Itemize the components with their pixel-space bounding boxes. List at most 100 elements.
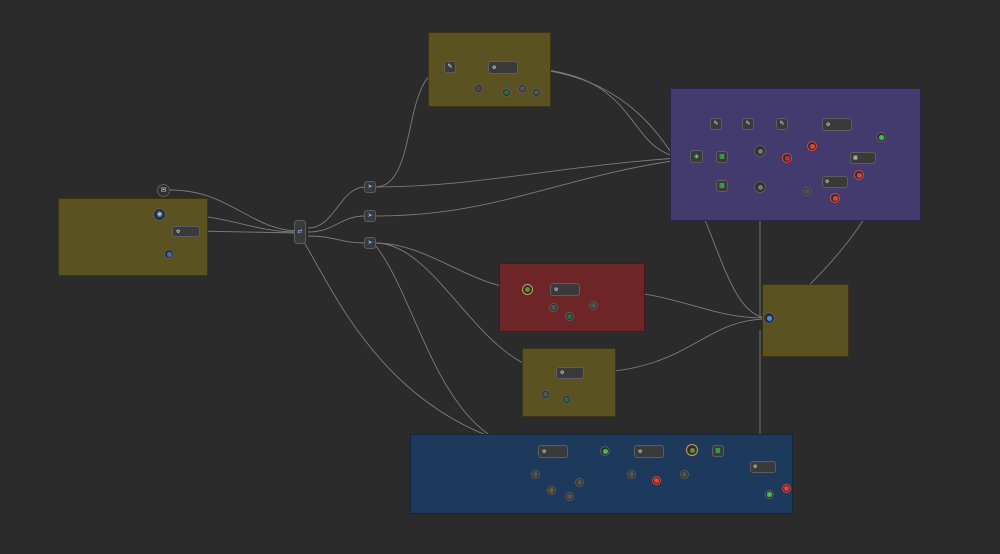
- chat-trigger-node[interactable]: ✉: [157, 184, 170, 197]
- tool-subnode[interactable]: [532, 88, 541, 97]
- robot-icon: ⚙: [492, 64, 497, 71]
- tool-subnode[interactable]: [680, 470, 689, 479]
- if-node[interactable]: [754, 181, 766, 193]
- error-node[interactable]: [782, 153, 792, 163]
- router-node-2[interactable]: ➤: [364, 210, 376, 222]
- tool-icon: [577, 480, 582, 485]
- green-action-node[interactable]: ▩: [716, 180, 728, 192]
- model-icon: [166, 251, 172, 257]
- output-group[interactable]: [762, 284, 849, 357]
- red-group[interactable]: [499, 263, 645, 332]
- model-subnode[interactable]: [627, 470, 636, 479]
- router-node-1[interactable]: ➤: [364, 181, 376, 193]
- if-icon: [757, 184, 763, 190]
- red-status-node[interactable]: [782, 484, 791, 493]
- model-subnode[interactable]: [474, 84, 483, 93]
- openai-node[interactable]: [522, 284, 533, 295]
- memory-subnode[interactable]: [562, 395, 571, 404]
- router-node-3[interactable]: ➤: [364, 237, 376, 249]
- robot-icon: ⚙: [554, 286, 559, 293]
- tool-icon: [591, 303, 596, 308]
- agent-node-red[interactable]: ⚙: [550, 283, 580, 296]
- model-subnode[interactable]: [541, 390, 550, 399]
- edit-node[interactable]: ✎: [444, 61, 456, 73]
- robot-icon: ⚙: [638, 448, 643, 455]
- trigger-group[interactable]: [58, 198, 208, 276]
- memory-icon: [504, 90, 509, 95]
- agent-node-blue-1[interactable]: ⚙: [538, 445, 568, 458]
- alert-icon: [654, 478, 659, 483]
- memory-subnode[interactable]: [565, 312, 574, 321]
- pencil-icon: ✎: [447, 63, 453, 70]
- memory-subnode[interactable]: [502, 88, 511, 97]
- agent-node-small[interactable]: ⚙: [556, 367, 584, 379]
- pencil-icon: ✎: [713, 120, 719, 127]
- tool-subnode[interactable]: [589, 301, 598, 310]
- green-action-node[interactable]: [600, 446, 610, 456]
- green-status-node[interactable]: [876, 132, 886, 142]
- edit-node[interactable]: ✎: [742, 118, 754, 130]
- code-node[interactable]: ▦: [850, 152, 876, 164]
- edit-node[interactable]: ✎: [710, 118, 722, 130]
- tool-icon: [567, 494, 572, 499]
- check-icon: [767, 492, 772, 497]
- code-icon: ▦: [853, 155, 858, 161]
- memory-subnode[interactable]: [547, 486, 556, 495]
- model-icon: [551, 305, 556, 310]
- green-status-node[interactable]: [765, 490, 774, 499]
- tool-subnode[interactable]: [575, 478, 584, 487]
- memory-icon: [567, 314, 572, 319]
- model-subnode[interactable]: [549, 303, 558, 312]
- green-action-node[interactable]: ▩: [712, 445, 724, 457]
- openai-node[interactable]: [686, 444, 698, 456]
- tool-subnode[interactable]: [565, 492, 574, 501]
- tool-subnode[interactable]: [518, 84, 527, 93]
- route-icon: ➤: [367, 183, 373, 190]
- sheet-icon: ▩: [719, 153, 725, 160]
- model-subnode[interactable]: [164, 249, 174, 259]
- robot-icon: ⚙: [560, 370, 565, 376]
- output-merge-node[interactable]: [763, 312, 775, 324]
- pencil-icon: ✎: [745, 120, 751, 127]
- alert-icon: [832, 195, 838, 201]
- red-status-node[interactable]: [854, 170, 864, 180]
- model-subnode[interactable]: [531, 470, 540, 479]
- agent-node-top[interactable]: ⚙: [488, 61, 518, 74]
- purple-group[interactable]: [670, 88, 921, 221]
- small-yellow-group[interactable]: [522, 348, 616, 417]
- switch-icon: ⇄: [297, 228, 303, 235]
- agent-node-purple[interactable]: ⚙: [822, 118, 852, 131]
- stop-node[interactable]: [807, 141, 817, 151]
- model-subnode[interactable]: [803, 187, 812, 196]
- model-icon: [476, 86, 481, 91]
- switch-node[interactable]: ⇄: [294, 220, 306, 244]
- robot-icon: ⚙: [176, 228, 181, 235]
- model-icon: [629, 472, 634, 477]
- agent-node-blue-2[interactable]: ⚙: [634, 445, 664, 458]
- merge-node[interactable]: ◈: [690, 150, 703, 163]
- memory-icon: [564, 397, 569, 402]
- agent-main-node[interactable]: ⚙: [172, 226, 200, 237]
- memory-icon: [549, 488, 554, 493]
- green-action-node[interactable]: ▩: [716, 151, 728, 163]
- robot-icon: ⚙: [825, 179, 830, 185]
- openai-icon: [525, 287, 530, 292]
- openai-icon: [689, 447, 695, 453]
- chat-icon: ✉: [160, 186, 167, 194]
- agent-node-blue-3[interactable]: ⚙: [750, 461, 776, 473]
- agent-subnode[interactable]: ⚙: [822, 176, 848, 188]
- edit-node[interactable]: ✎: [776, 118, 788, 130]
- merge-icon: ◈: [694, 152, 699, 160]
- red-status-node[interactable]: [652, 476, 661, 485]
- route-icon: ➤: [367, 212, 373, 219]
- tool-icon: [682, 472, 687, 477]
- red-status-node[interactable]: [830, 193, 840, 203]
- model-icon: [805, 189, 810, 194]
- robot-icon: ⚙: [753, 464, 758, 470]
- error-icon: [784, 155, 790, 161]
- webhook-trigger-node[interactable]: ◉: [153, 208, 166, 221]
- if-node[interactable]: [754, 145, 766, 157]
- tool-icon: [534, 90, 539, 95]
- alert-icon: [784, 486, 789, 491]
